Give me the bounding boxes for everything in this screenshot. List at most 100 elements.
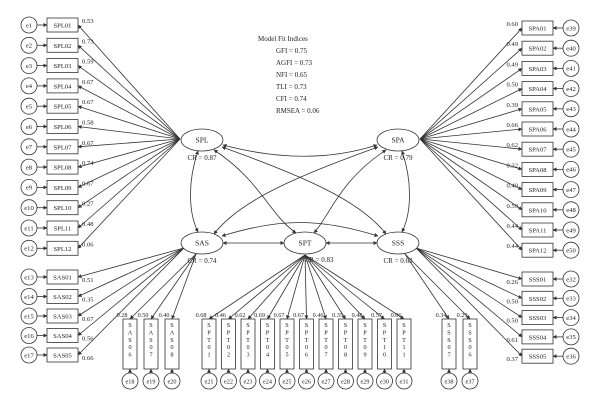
error-term: [562, 241, 580, 259]
indicator-label: SPA02: [528, 46, 546, 53]
error-label: e44: [566, 126, 576, 133]
loading-value: 0.67: [82, 140, 94, 147]
error-term: [562, 221, 580, 239]
error-term: [20, 288, 38, 305]
error-label: e19: [147, 378, 156, 385]
loading-path: [415, 247, 523, 357]
loading-path: [304, 254, 405, 320]
indicator-box: [521, 20, 554, 36]
error-label: e45: [566, 147, 576, 154]
latent-sas: [180, 231, 224, 255]
loading-value: 0.61: [506, 337, 518, 344]
error-label: e46: [566, 167, 576, 174]
error-term: [562, 140, 580, 158]
error-label: e8: [26, 164, 33, 171]
loading-value: 0.49: [506, 61, 518, 68]
error-label: e1: [26, 22, 32, 29]
loading-value: 0.35: [82, 297, 94, 304]
loading-path: [419, 138, 523, 171]
error-term: [20, 268, 38, 286]
indicator-label: SPA01: [528, 26, 546, 33]
loading-path: [304, 254, 366, 320]
error-label: e6: [26, 124, 33, 131]
indicator-label: SAS05: [53, 353, 72, 360]
error-label: e29: [361, 378, 370, 385]
loading-path: [208, 254, 306, 320]
indicator-box: [143, 318, 159, 370]
indicator-box: [521, 121, 554, 137]
error-label: e38: [445, 378, 454, 385]
loading-value: 0.68: [196, 312, 207, 319]
indicator-box: [521, 222, 554, 238]
indicator-box: [46, 240, 79, 256]
loading-path: [77, 85, 181, 140]
error-label: e4: [26, 83, 33, 90]
loading-path: [77, 45, 181, 140]
error-label: e35: [566, 334, 576, 341]
fit-nfi: NFI = 0.65: [276, 71, 307, 79]
error-label: e13: [24, 274, 34, 281]
error-label: e11: [24, 225, 33, 232]
indicator-box: [521, 81, 554, 96]
loading-path: [77, 138, 181, 229]
loading-path: [419, 68, 523, 140]
indicator-label: SPL12: [54, 246, 72, 253]
error-term: [20, 178, 38, 196]
loading-path: [77, 247, 185, 317]
loading-value: 0.66: [82, 355, 94, 362]
loading-value: 0.50: [506, 82, 518, 89]
loading-value: 0.48: [82, 221, 94, 228]
error-term: [20, 158, 38, 176]
indicator-label: SPL11: [54, 226, 72, 233]
indicator-box: [46, 139, 79, 155]
indicator-box: [521, 61, 554, 76]
loading-path: [419, 138, 523, 231]
indicator-box: [338, 318, 353, 370]
loading-value: 0.28: [117, 312, 128, 319]
error-label: e31: [400, 378, 409, 385]
error-term: [20, 97, 38, 115]
error-label: e7: [26, 144, 33, 151]
indicator-box: [521, 348, 554, 364]
error-term: [20, 118, 38, 135]
latent-label: SPA: [391, 136, 405, 145]
fit-title: Model Fit Indices: [258, 35, 308, 43]
indicator-box: [46, 289, 79, 304]
indicator-box: [318, 318, 334, 370]
fit-cfi: CFI = 0.74: [276, 95, 307, 103]
indicator-box: [521, 182, 554, 198]
loading-value: 0.26: [506, 279, 518, 286]
error-term: [239, 372, 257, 390]
loading-path: [419, 138, 523, 211]
latent-spt: [283, 231, 327, 255]
error-label: e41: [566, 66, 576, 73]
error-label: e33: [566, 296, 576, 303]
loading-value: 0.57: [371, 312, 382, 319]
loading-value: 0.44: [506, 223, 518, 230]
error-label: e15: [24, 313, 34, 320]
error-label: e12: [24, 246, 34, 253]
loading-path: [404, 253, 471, 320]
indicator-label: SPA04: [528, 86, 547, 93]
error-term: [356, 372, 374, 390]
indicator-box: [521, 242, 554, 258]
indicator-box: [521, 290, 554, 306]
loading-path: [267, 254, 306, 320]
error-term: [278, 372, 296, 390]
indicator-box: [240, 318, 256, 370]
composite-reliability: CR = 0.63: [383, 257, 413, 265]
error-label: e37: [466, 378, 475, 385]
loading-value: 0.67: [82, 316, 94, 323]
loading-path: [419, 47, 523, 140]
loading-path: [419, 88, 523, 140]
error-label: e39: [566, 25, 576, 32]
loading-path: [419, 138, 523, 151]
indicator-label: SPL09: [54, 185, 73, 192]
indicator-label: SPL08: [54, 165, 73, 172]
loading-path: [247, 254, 306, 320]
loading-value: 0.49: [506, 41, 518, 48]
indicator-label: SPL06: [54, 124, 73, 131]
